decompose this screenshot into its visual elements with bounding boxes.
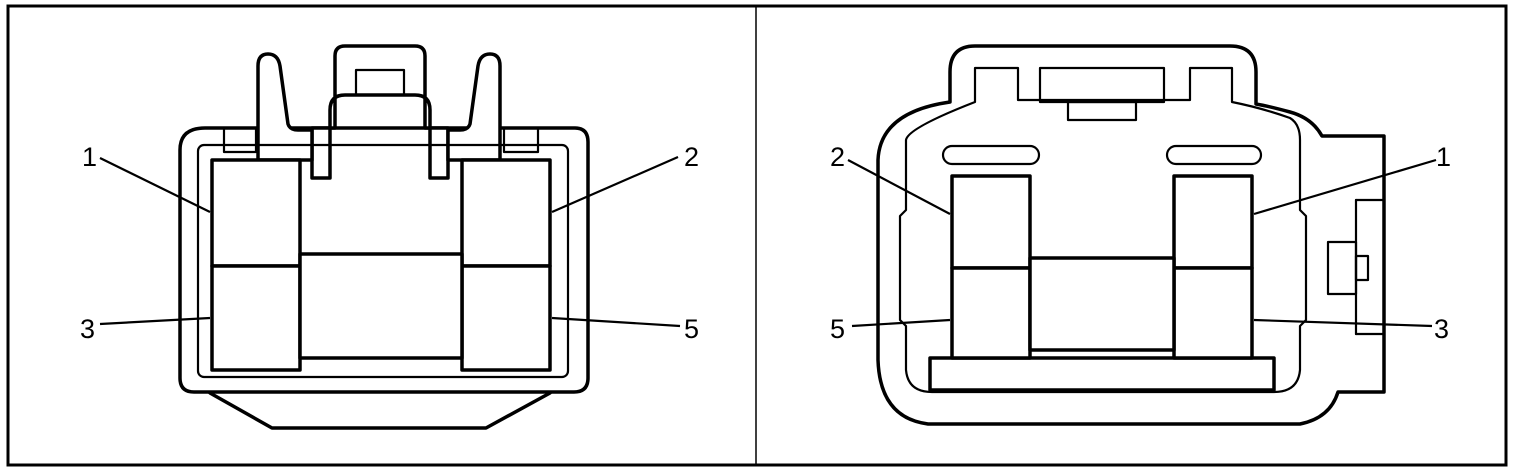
left-lock-tab: [354, 68, 406, 97]
left-inner-body: [196, 143, 570, 379]
right-cavity-5: [950, 266, 1032, 360]
right-lock-tab-lower: [1066, 100, 1138, 122]
right-inner-shell: [898, 66, 1308, 394]
left-latch-finger-left: [256, 52, 314, 162]
right-cavity-1: [1172, 174, 1254, 270]
right-base-block: [928, 356, 1276, 392]
left-notch-right: [502, 126, 540, 154]
right-side-latch-nub: [1354, 254, 1370, 282]
left-pin-label-5: 5: [684, 314, 699, 344]
right-leader-3: [1253, 318, 1433, 328]
right-lock-tab: [1038, 66, 1166, 104]
right-leader-1: [1253, 158, 1437, 216]
left-notch-left: [222, 126, 258, 154]
left-leader-1: [99, 157, 211, 213]
left-latch-finger-right: [446, 52, 502, 162]
right-pin-label-5: 5: [830, 314, 845, 344]
right-cavity-2: [950, 174, 1032, 270]
right-slot-left: [941, 144, 1041, 166]
right-cavity-3: [1172, 266, 1254, 360]
right-slot-right: [1165, 144, 1263, 166]
left-connector-skirt: [208, 391, 552, 430]
left-pin-label-3: 3: [80, 314, 95, 344]
left-cavity-1: [210, 158, 302, 268]
right-connector-shell: [876, 44, 1386, 426]
right-leader-5: [851, 318, 951, 328]
left-connector-body: [178, 126, 590, 394]
left-cavity-3: [210, 264, 302, 372]
right-center-web: [1028, 256, 1176, 352]
right-pin-label-3: 3: [1434, 314, 1449, 344]
left-center-web: [298, 252, 464, 360]
left-cavity-5: [460, 264, 552, 372]
left-connector-lock-housing: [310, 44, 450, 180]
right-pin-label-2: 2: [830, 142, 845, 172]
right-connector-view: 2 1 5 3: [830, 44, 1451, 426]
right-leader-2: [847, 159, 951, 215]
right-side-latch: [1326, 240, 1358, 296]
left-cavity-2: [460, 158, 552, 268]
right-pin-label-1: 1: [1436, 142, 1451, 172]
left-leader-5: [551, 316, 681, 328]
left-leader-2: [551, 155, 679, 214]
left-pin-label-2: 2: [684, 142, 699, 172]
left-pin-label-1: 1: [82, 142, 97, 172]
left-leader-3: [99, 316, 211, 326]
diagram-frame: [6, 4, 1508, 467]
left-connector-view: 1 2 3 5: [80, 44, 699, 430]
